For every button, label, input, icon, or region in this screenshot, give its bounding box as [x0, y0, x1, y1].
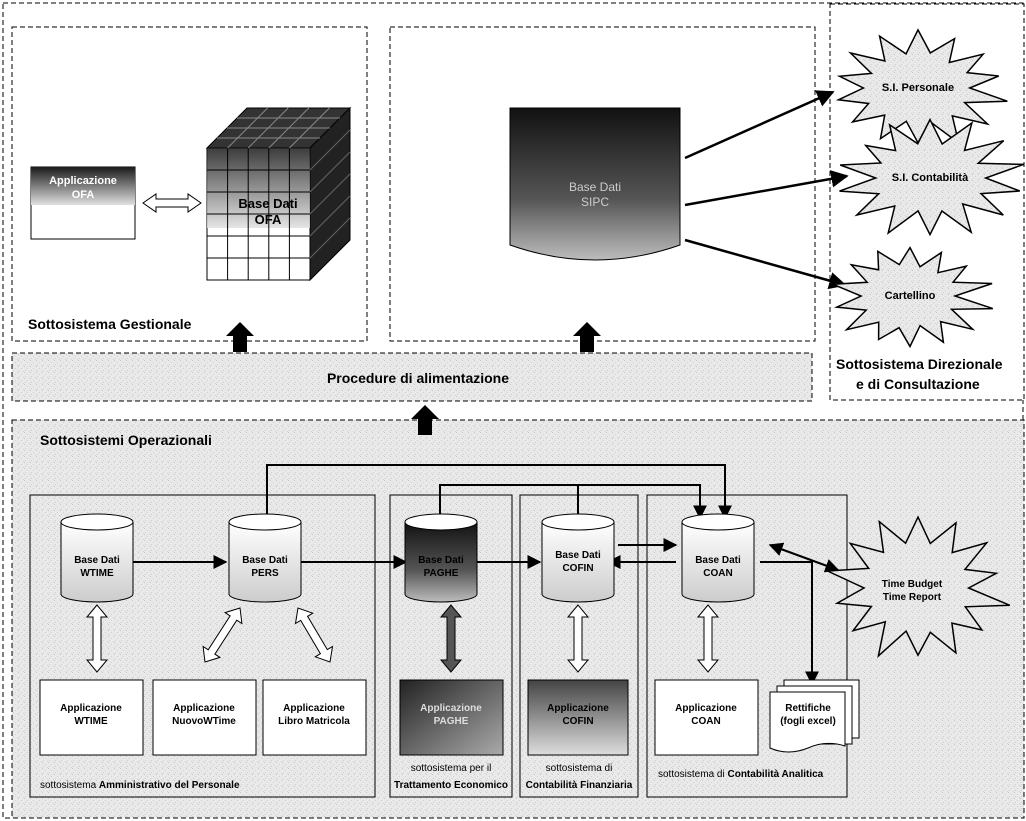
db-pers-cylinder: [228, 513, 302, 603]
dbl-arrow-nuovowtime: [202, 607, 243, 663]
db-coan-cylinder: [681, 513, 755, 603]
rettifiche-label-1: Rettifiche: [785, 703, 831, 714]
caption-trattamento-2: Trattamento Economico: [394, 780, 508, 791]
arrow-sipc-personale: [684, 90, 835, 160]
caption-analitica-bold: Contabilità Analitica: [727, 769, 824, 780]
app-paghe-label-1: Applicazione: [420, 703, 482, 714]
rettifiche-documents: [769, 679, 860, 753]
app-nuovowtime-label-1: Applicazione: [173, 703, 235, 714]
app-ofa-header: [31, 167, 135, 205]
dbl-arrow-libro: [294, 607, 334, 663]
procedure-bar: [11, 352, 813, 402]
caption-finanziaria-2: Contabilità Finanziaria: [525, 780, 633, 791]
app-wtime-label-2: WTIME: [74, 716, 108, 727]
db-cofin-label-2: COFIN: [562, 563, 594, 574]
db-ofa-label-1: Base Dati: [238, 196, 298, 211]
starburst-contabilita: [839, 117, 1024, 237]
app-cofin-box: [527, 679, 629, 756]
app-cofin-label-1: Applicazione: [547, 703, 609, 714]
dbl-arrow-wtime: [85, 604, 109, 673]
rettifiche-label-2: (fogli excel): [780, 716, 836, 727]
app-ofa-label-1: Applicazione: [49, 175, 117, 187]
db-paghe-label-1: Base Dati: [418, 555, 464, 566]
db-paghe-label-2: PAGHE: [423, 568, 459, 579]
label-direzionale-2: e di Consultazione: [856, 376, 980, 392]
timebudget-label-2: Time Report: [882, 592, 942, 603]
db-sipc-shape: [509, 107, 681, 261]
app-nuovowtime-box: [152, 679, 257, 756]
db-ofa-label-2: OFA: [254, 212, 282, 227]
app-paghe-label-2: PAGHE: [433, 716, 469, 727]
app-ofa-label-2: OFA: [71, 189, 95, 201]
app-coan-box: [654, 679, 759, 756]
line-pers-coan: [266, 464, 732, 521]
db-cofin-label-1: Base Dati: [555, 550, 601, 561]
app-wtime-label-1: Applicazione: [60, 703, 122, 714]
db-cofin-cylinder: [541, 513, 615, 603]
db-coan-label-1: Base Dati: [695, 555, 741, 566]
label-gestionale: Sottosistema Gestionale: [28, 316, 192, 332]
app-libro-box: [262, 679, 367, 756]
caption-amministrativo-bold: Amministrativo del Personale: [98, 780, 240, 791]
caption-trattamento-1: sottosistema per il: [410, 763, 492, 774]
arrow-coan-rettifiche: [760, 561, 819, 686]
dbl-arrow-cofin: [566, 604, 590, 673]
up-arrow-sipc: [573, 322, 601, 352]
ofa-cube: [205, 106, 352, 282]
caption-analitica-prefix: sottosistema di: [658, 769, 728, 780]
caption-amministrativo-prefix: sottosistema: [40, 780, 99, 791]
app-cofin-label-2: COFIN: [562, 716, 594, 727]
app-libro-label-1: Applicazione: [283, 703, 345, 714]
db-pers-label-2: PERS: [251, 568, 279, 579]
output-contabilita: S.I. Contabilità: [891, 172, 969, 184]
label-operazionali: Sottosistemi Operazionali: [40, 432, 212, 448]
output-personale: S.I. Personale: [881, 82, 955, 94]
timebudget-label-1: Time Budget: [881, 579, 943, 590]
db-sipc-label-1: Base Dati: [568, 180, 622, 194]
arrow-sipc-contabilita: [684, 170, 849, 207]
db-wtime-cylinder: [60, 513, 134, 603]
db-coan-label-2: COAN: [703, 568, 733, 579]
db-paghe-cylinder: [404, 513, 478, 603]
db-wtime-label-1: Base Dati: [74, 555, 120, 566]
up-arrow-gestionale: [226, 322, 254, 352]
app-nuovowtime-label-2: NuovoWTime: [172, 716, 236, 727]
app-libro-label-2: Libro Matricola: [278, 716, 350, 727]
caption-amministrativo: sottosistema Amministrativo del Personal…: [40, 780, 240, 791]
label-direzionale-1: Sottosistema Direzionale: [836, 356, 1003, 372]
app-wtime-box: [39, 679, 144, 756]
arrow-coan-timebudget: [768, 542, 840, 573]
dbl-arrow-paghe: [439, 604, 463, 673]
caption-finanziaria-1: sottosistema di: [545, 763, 613, 774]
line-paghe-coan: [439, 484, 707, 524]
db-wtime-label-2: WTIME: [80, 568, 114, 579]
ofa-double-arrow: [142, 193, 202, 213]
dbl-arrow-coan: [696, 604, 720, 673]
caption-analitica: sottosistema di Contabilità Analitica: [658, 769, 823, 780]
output-cartellino: Cartellino: [884, 290, 936, 302]
starburst-time-budget: [827, 515, 1011, 658]
arrow-sipc-cartellino: [684, 238, 847, 290]
db-pers-label-1: Base Dati: [242, 555, 288, 566]
app-paghe-box: [399, 679, 504, 756]
app-coan-label-2: COAN: [691, 716, 721, 727]
app-coan-label-1: Applicazione: [675, 703, 737, 714]
db-sipc-label-2: SIPC: [580, 195, 610, 209]
label-procedure: Procedure di alimentazione: [326, 370, 510, 386]
starburst-cartellino: [832, 246, 994, 349]
up-arrow-procedure: [411, 405, 439, 435]
